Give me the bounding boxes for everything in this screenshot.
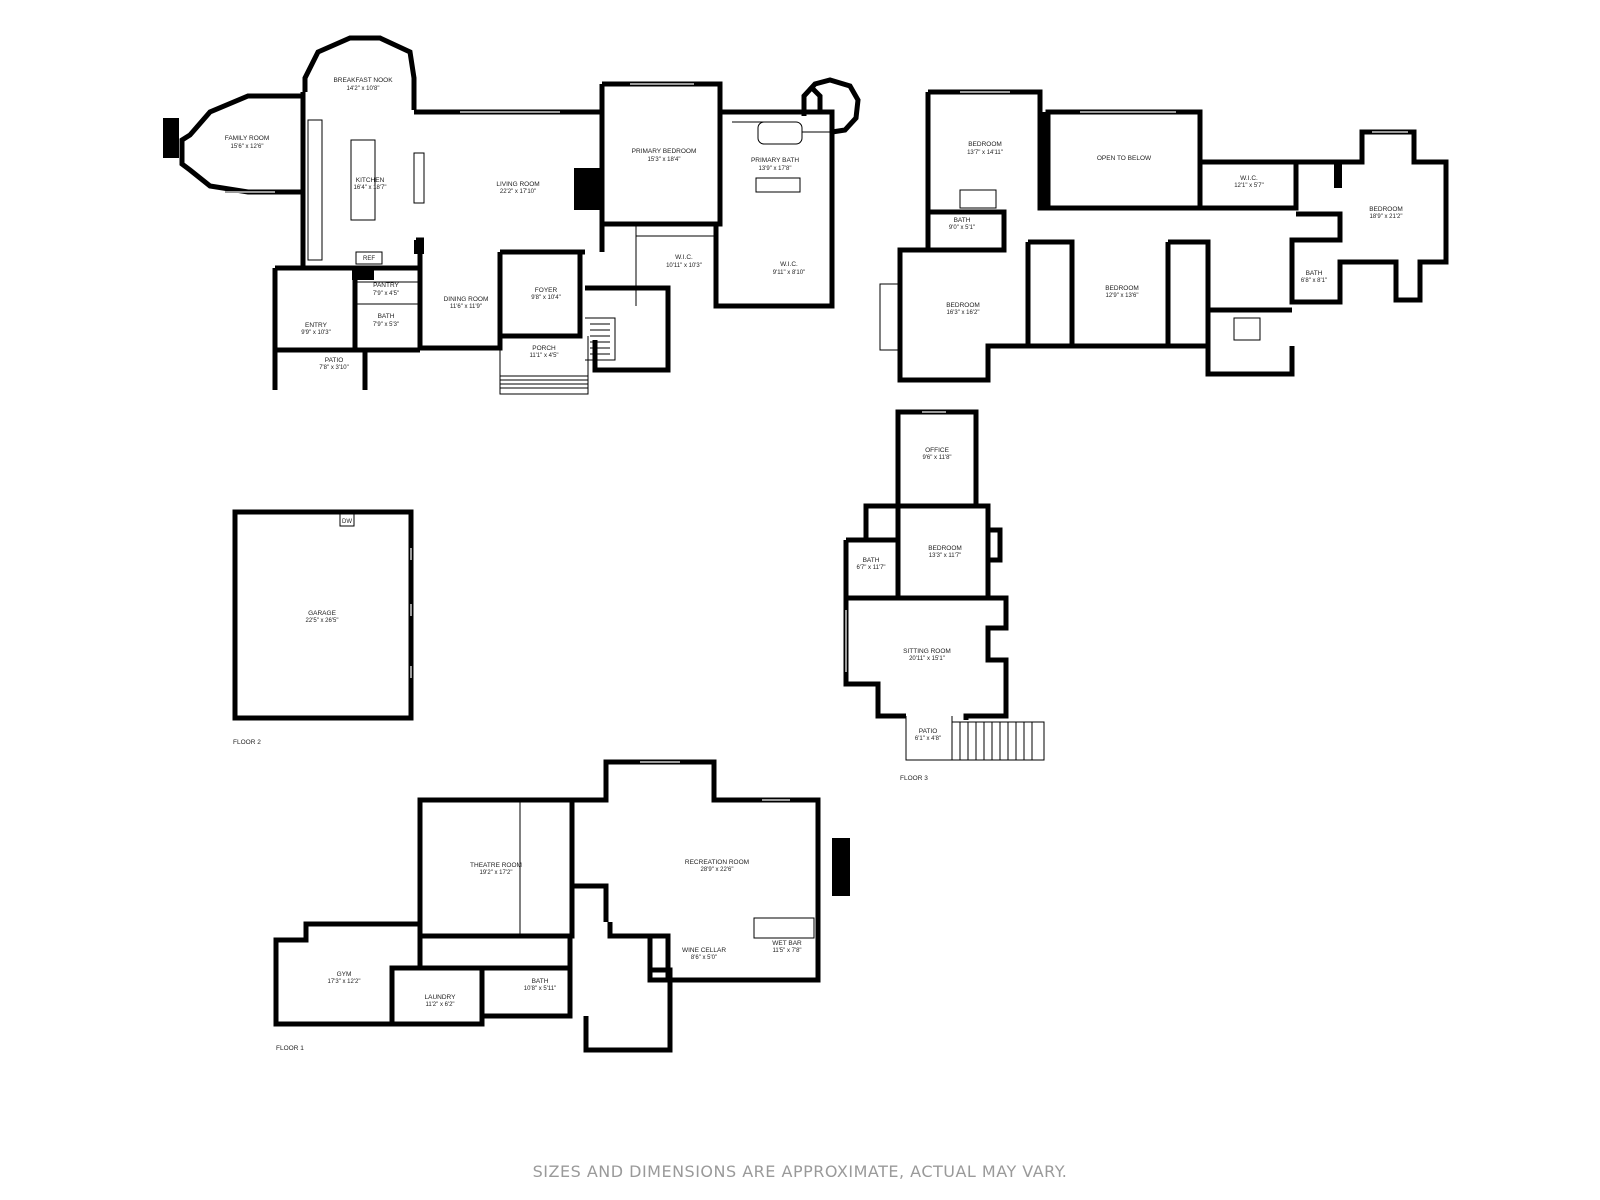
dims-primary-bedroom: 15'3" x 18'4" bbox=[648, 157, 681, 163]
label-kitchen: KITCHEN bbox=[356, 177, 385, 184]
dims-laundry: 11'2" x 6'2" bbox=[425, 1002, 454, 1008]
room-labels: FAMILY ROOM 15'6" x 12'6" BREAKFAST NOOK… bbox=[225, 77, 1403, 1008]
kitchen-island bbox=[350, 139, 376, 221]
label-wic-2: W.I.C. bbox=[780, 261, 798, 268]
label-bath-2: BATH bbox=[378, 313, 395, 320]
dims-bath-b: 6'8" x 8'1" bbox=[1301, 278, 1327, 284]
floor3-plan bbox=[843, 409, 1045, 761]
kitchen-counter bbox=[307, 119, 323, 261]
dims-theatre-room: 19'2" x 17'2" bbox=[480, 870, 513, 876]
label-laundry: LAUNDRY bbox=[425, 994, 457, 1001]
label-bedroom-d: BEDROOM bbox=[1105, 285, 1139, 292]
label-porch: PORCH bbox=[532, 345, 556, 352]
dims-dining-room: 11'6" x 11'9" bbox=[450, 304, 482, 310]
label-bedroom-a: BEDROOM bbox=[968, 141, 1002, 148]
label-pantry: PANTRY bbox=[373, 282, 399, 289]
label-bedroom-b: BEDROOM bbox=[1369, 206, 1403, 213]
dims-wic-3: 12'1" x 5'7" bbox=[1234, 183, 1264, 189]
label-breakfast-nook: BREAKFAST NOOK bbox=[333, 77, 393, 84]
bathtub bbox=[757, 121, 803, 145]
dims-office: 9'6" x 11'8" bbox=[922, 455, 951, 461]
dims-family-room: 15'6" x 12'6" bbox=[231, 144, 264, 150]
label-entry: ENTRY bbox=[305, 322, 328, 329]
label-primary-bedroom: PRIMARY BEDROOM bbox=[632, 148, 697, 155]
dims-bedroom-b: 18'9" x 21'2" bbox=[1370, 214, 1403, 220]
dims-living-room: 22'2" x 17'10" bbox=[500, 189, 536, 195]
dims-patio-3: 6'1" x 4'8" bbox=[915, 736, 941, 742]
label-living-room: LIVING ROOM bbox=[496, 181, 539, 188]
dims-bath-2: 7'9" x 5'3" bbox=[373, 322, 399, 328]
floor1-plan bbox=[273, 759, 850, 1053]
bath-vanity bbox=[755, 177, 801, 193]
dims-wine-cellar: 8'6" x 5'0" bbox=[691, 955, 717, 961]
label-primary-bath: PRIMARY BATH bbox=[751, 157, 799, 164]
dims-wic-1: 10'11" x 10'3" bbox=[666, 263, 702, 269]
label-theatre-room: THEATRE ROOM bbox=[470, 862, 522, 869]
ref-label: REF bbox=[363, 256, 375, 262]
label-foyer: FOYER bbox=[535, 287, 558, 294]
dims-bath-3: 6'7" x 11'7" bbox=[856, 565, 885, 571]
dims-bedroom-d: 12'9" x 13'6" bbox=[1106, 293, 1139, 299]
dims-bedroom-c: 16'3" x 16'2" bbox=[947, 310, 980, 316]
label-bath-1: BATH bbox=[532, 978, 549, 985]
label-wine-cellar: WINE CELLAR bbox=[682, 947, 726, 954]
dims-patio-2: 7'8" x 3'10" bbox=[319, 365, 349, 371]
dims-pantry: 7'9" x 4'5" bbox=[373, 291, 399, 297]
label-office: OFFICE bbox=[925, 447, 949, 454]
dims-bedroom-e: 13'3" x 11'7" bbox=[929, 553, 961, 559]
fireplace-family bbox=[163, 118, 179, 158]
dims-recreation-room: 28'9" x 22'6" bbox=[701, 867, 734, 873]
dims-porch: 11'1" x 4'5" bbox=[529, 353, 558, 359]
label-wic-3: W.I.C. bbox=[1240, 175, 1258, 182]
floor2-main-plan: REF bbox=[163, 35, 861, 395]
floor3-label: FLOOR 3 bbox=[900, 775, 928, 782]
label-bath-a: BATH bbox=[954, 217, 971, 224]
dims-kitchen: 16'4" x 18'7" bbox=[354, 185, 387, 191]
label-dining-room: DINING ROOM bbox=[444, 296, 489, 303]
floor1-label: FLOOR 1 bbox=[276, 1045, 304, 1052]
dims-foyer: 9'8" x 10'4" bbox=[531, 295, 561, 301]
label-bedroom-e: BEDROOM bbox=[928, 545, 962, 552]
label-open-to-below: OPEN TO BELOW bbox=[1097, 155, 1152, 162]
dims-bedroom-a: 13'7" x 14'11" bbox=[967, 150, 1003, 156]
label-bath-3: BATH bbox=[863, 557, 880, 564]
disclaimer-text: SIZES AND DIMENSIONS ARE APPROXIMATE, AC… bbox=[532, 1162, 1068, 1181]
living-sofa bbox=[413, 152, 425, 204]
label-gym: GYM bbox=[337, 971, 352, 978]
label-wic-1: W.I.C. bbox=[675, 254, 693, 261]
label-garage: GARAGE bbox=[308, 610, 336, 617]
dw-label: DW bbox=[342, 519, 352, 525]
floor2-upper-plan bbox=[879, 89, 1449, 383]
dims-bath-1: 10'8" x 5'11" bbox=[524, 986, 556, 992]
label-patio-3: PATIO bbox=[919, 728, 938, 735]
dims-bath-a: 9'0" x 5'1" bbox=[949, 225, 975, 231]
label-wet-bar: WET BAR bbox=[772, 940, 802, 947]
label-bedroom-c: BEDROOM bbox=[946, 302, 980, 309]
dims-primary-bath: 13'9" x 17'8" bbox=[759, 166, 792, 172]
dims-breakfast-nook: 14'2" x 10'8" bbox=[347, 86, 380, 92]
label-sitting-room: SITTING ROOM bbox=[903, 648, 951, 655]
label-family-room: FAMILY ROOM bbox=[225, 135, 270, 142]
label-patio-2: PATIO bbox=[325, 357, 344, 364]
dims-wic-2: 9'11" x 8'10" bbox=[773, 270, 805, 276]
floor2-label: FLOOR 2 bbox=[233, 739, 261, 746]
dims-gym: 17'3" x 12'2" bbox=[328, 979, 361, 985]
dims-sitting-room: 20'11" x 15'1" bbox=[909, 656, 945, 662]
label-bath-b: BATH bbox=[1306, 270, 1323, 277]
dims-wet-bar: 11'5" x 7'8" bbox=[772, 948, 801, 954]
label-recreation-room: RECREATION ROOM bbox=[685, 859, 749, 866]
garage-plan bbox=[232, 509, 414, 721]
dims-entry: 9'9" x 10'3" bbox=[301, 330, 331, 336]
dims-garage: 22'5" x 26'5" bbox=[306, 618, 339, 624]
